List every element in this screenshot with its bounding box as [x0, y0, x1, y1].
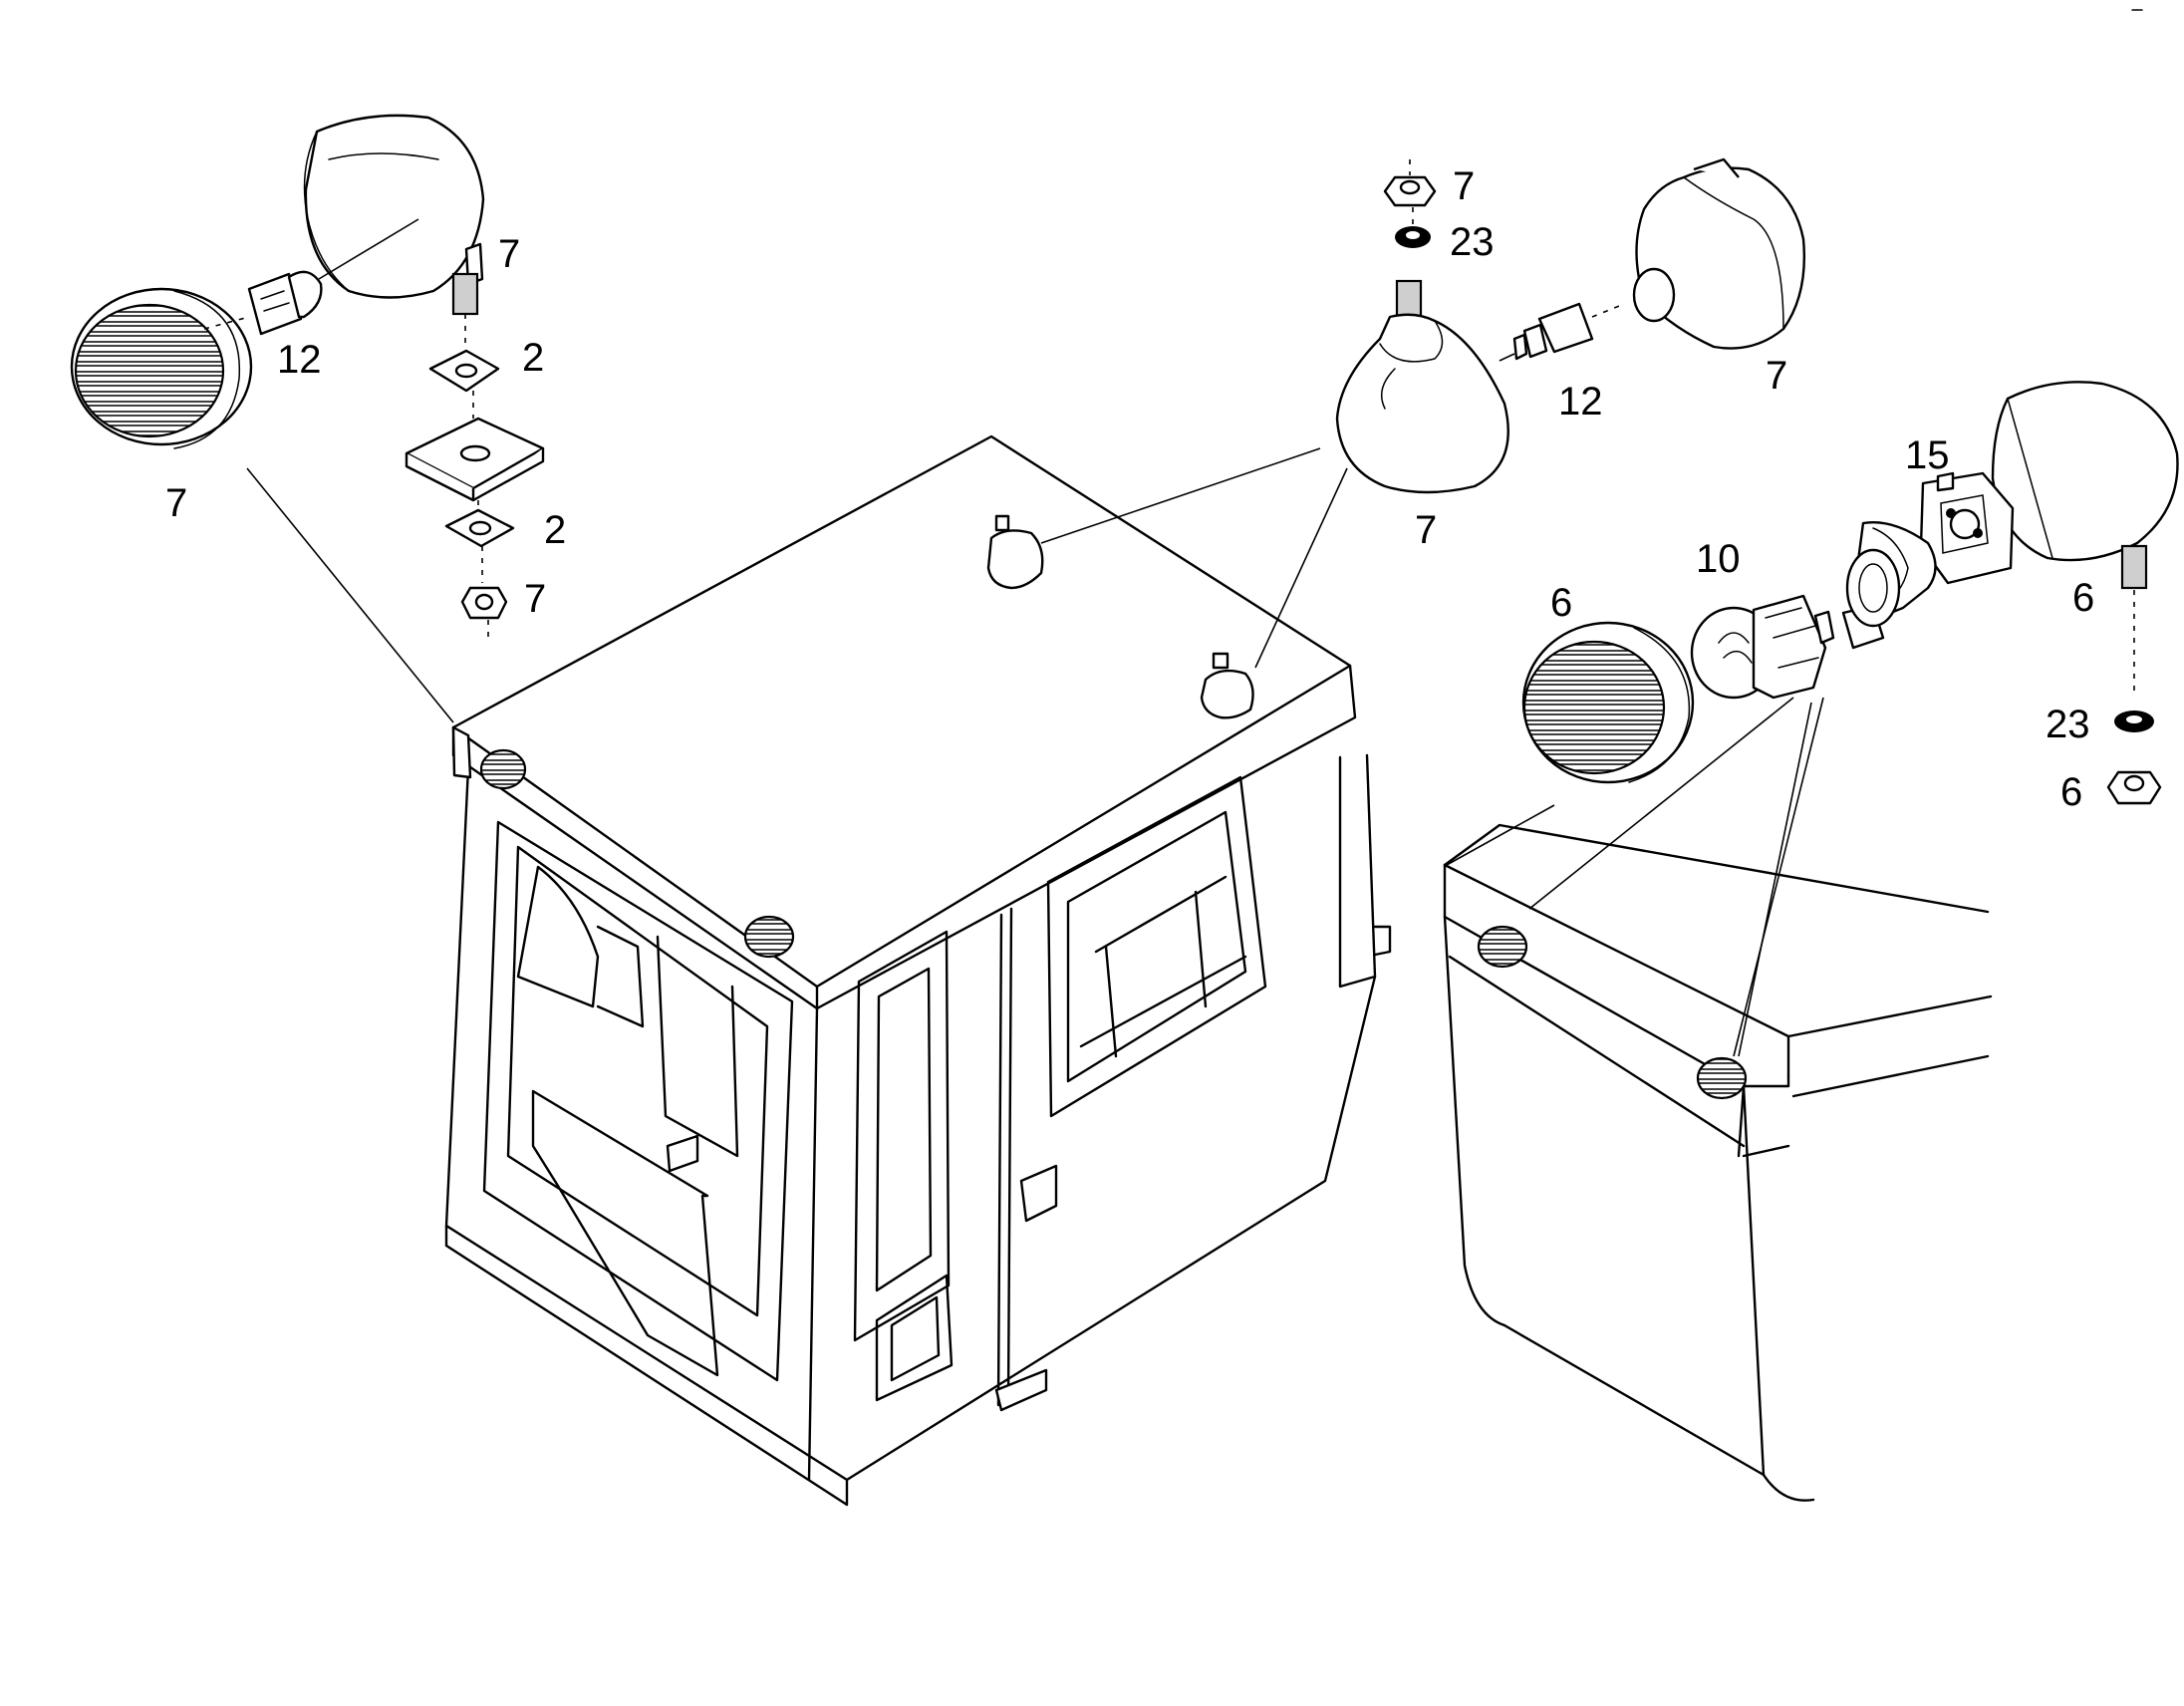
- callout-c2: 12: [277, 338, 322, 382]
- right-work-lamp-assembly: [1446, 381, 2179, 1057]
- callout-c13: 10: [1696, 537, 1741, 581]
- callout-c14: 6: [1550, 581, 1572, 625]
- callout-c15: 6: [2072, 576, 2094, 620]
- tractor-cab: [444, 434, 1392, 1507]
- callout-labels: 7 12 7 2 2 7 7 23 12 7 7 15 10 6 6 23 6: [165, 164, 2094, 814]
- callout-c4: 2: [522, 336, 544, 380]
- tractor-fender-block: [1443, 823, 1993, 1502]
- callout-c17: 6: [2060, 770, 2082, 814]
- callout-c8: 23: [1450, 220, 1495, 264]
- left-work-lamp-assembly: [70, 114, 545, 723]
- callout-c10: 7: [1766, 354, 1787, 398]
- callout-c7: 7: [1453, 164, 1475, 208]
- callout-c9: 12: [1558, 380, 1603, 424]
- callout-c5: 2: [544, 508, 566, 552]
- callout-c11: 7: [1415, 508, 1437, 552]
- callout-c16: 23: [2046, 703, 2090, 746]
- callout-c6: 7: [524, 577, 546, 621]
- callout-c12: 15: [1905, 433, 1950, 477]
- middle-roof-lamp-assembly: [1040, 157, 1805, 669]
- callout-c3: 7: [165, 481, 187, 525]
- callout-c1: 7: [498, 232, 520, 276]
